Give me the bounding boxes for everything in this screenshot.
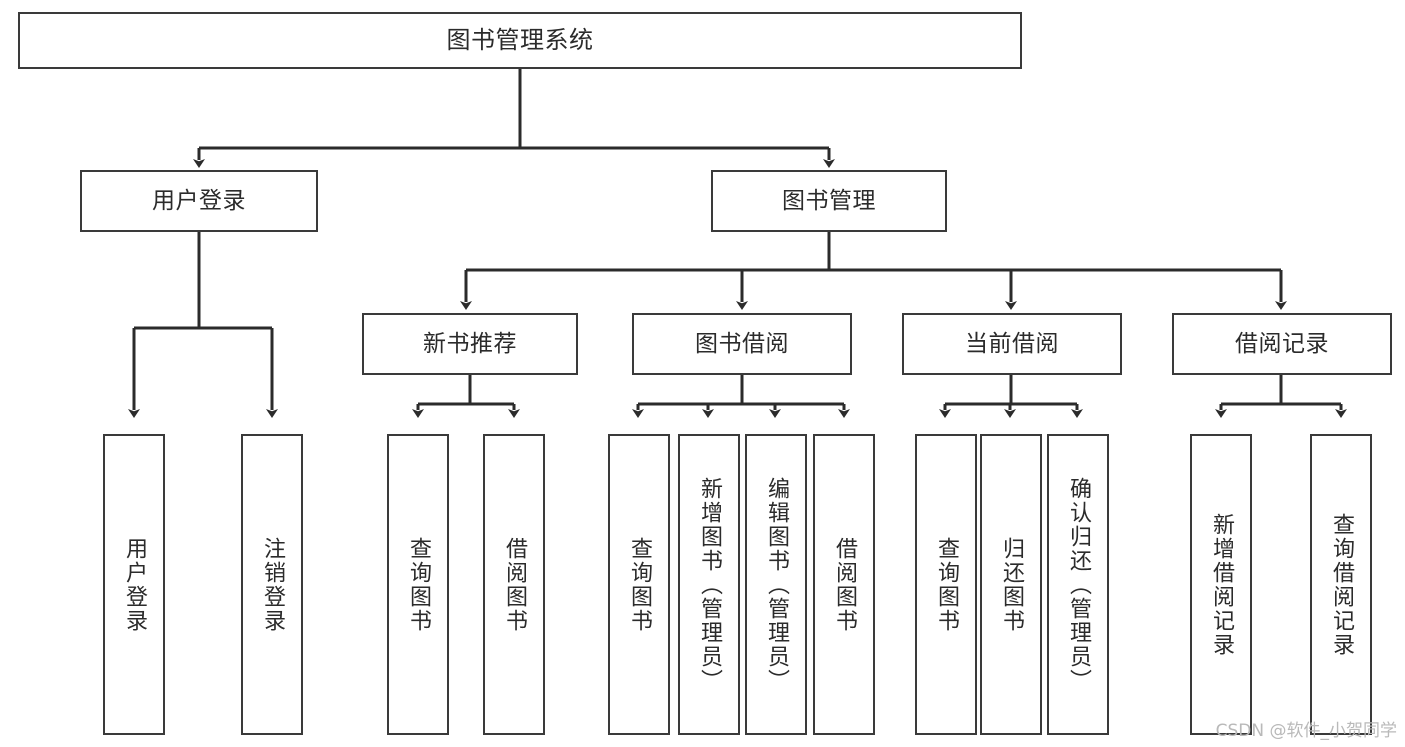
- node-leaf-confirm-return-label: 确认归还（管理员）: [1065, 476, 1091, 693]
- node-leaf-query-book-2[interactable]: 查询图书: [608, 434, 670, 735]
- watermark: CSDN @软件_小贺同学: [1215, 721, 1397, 741]
- node-leaf-add-record-label: 新增借阅记录: [1208, 512, 1234, 657]
- node-current-borrow-label: 当前借阅: [965, 330, 1059, 357]
- node-borrow-record-label: 借阅记录: [1235, 330, 1329, 357]
- node-leaf-borrow-book-2[interactable]: 借阅图书: [813, 434, 875, 735]
- node-leaf-borrow-book-1-label: 借阅图书: [501, 536, 527, 633]
- node-leaf-confirm-return[interactable]: 确认归还（管理员）: [1047, 434, 1109, 735]
- node-leaf-query-book-1[interactable]: 查询图书: [387, 434, 449, 735]
- node-leaf-borrow-book-2-label: 借阅图书: [831, 536, 857, 633]
- node-root[interactable]: 图书管理系统: [18, 12, 1022, 69]
- node-current-borrow[interactable]: 当前借阅: [902, 313, 1122, 375]
- node-user-login-label: 用户登录: [152, 187, 246, 214]
- node-leaf-user-login-label: 用户登录: [121, 536, 147, 633]
- node-leaf-query-book-2-label: 查询图书: [626, 536, 652, 633]
- node-leaf-edit-book[interactable]: 编辑图书（管理员）: [745, 434, 807, 735]
- node-book-manage-label: 图书管理: [782, 187, 876, 214]
- node-leaf-query-book-1-label: 查询图书: [405, 536, 431, 633]
- node-leaf-add-book-label: 新增图书（管理员）: [696, 476, 722, 693]
- node-root-label: 图书管理系统: [446, 25, 594, 54]
- node-user-login[interactable]: 用户登录: [80, 170, 318, 232]
- node-leaf-user-logout[interactable]: 注销登录: [241, 434, 303, 735]
- node-leaf-query-record-label: 查询借阅记录: [1328, 512, 1354, 657]
- node-leaf-return-book-label: 归还图书: [998, 536, 1024, 633]
- node-borrow-record[interactable]: 借阅记录: [1172, 313, 1392, 375]
- node-new-book-rec[interactable]: 新书推荐: [362, 313, 578, 375]
- node-leaf-query-record[interactable]: 查询借阅记录: [1310, 434, 1372, 735]
- node-leaf-add-book[interactable]: 新增图书（管理员）: [678, 434, 740, 735]
- node-leaf-add-record[interactable]: 新增借阅记录: [1190, 434, 1252, 735]
- node-leaf-return-book[interactable]: 归还图书: [980, 434, 1042, 735]
- node-leaf-borrow-book-1[interactable]: 借阅图书: [483, 434, 545, 735]
- node-book-borrow[interactable]: 图书借阅: [632, 313, 852, 375]
- node-book-manage[interactable]: 图书管理: [711, 170, 947, 232]
- node-leaf-query-book-3[interactable]: 查询图书: [915, 434, 977, 735]
- node-leaf-query-book-3-label: 查询图书: [933, 536, 959, 633]
- node-new-book-rec-label: 新书推荐: [423, 330, 517, 357]
- node-book-borrow-label: 图书借阅: [695, 330, 789, 357]
- node-leaf-user-logout-label: 注销登录: [259, 536, 285, 633]
- node-leaf-user-login[interactable]: 用户登录: [103, 434, 165, 735]
- node-leaf-edit-book-label: 编辑图书（管理员）: [763, 476, 789, 693]
